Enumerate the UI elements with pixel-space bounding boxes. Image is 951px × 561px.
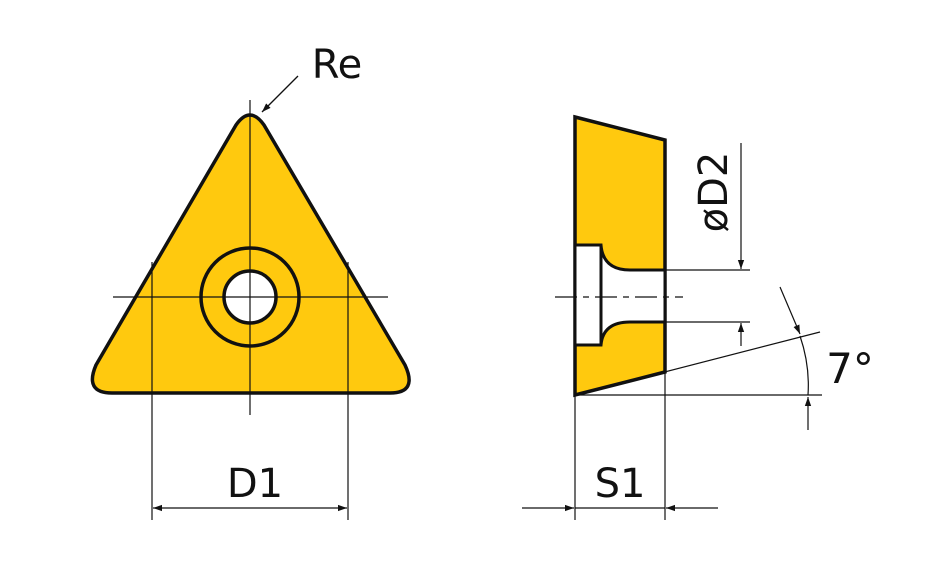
angle-label: 7° bbox=[826, 344, 874, 393]
d2-label: øD2 bbox=[691, 152, 737, 233]
side-view: øD2 7° S1 bbox=[522, 114, 874, 520]
re-label: Re bbox=[312, 42, 363, 88]
angle-arrow-top bbox=[779, 286, 801, 335]
d1-label: D1 bbox=[227, 461, 283, 507]
top-view: D1 Re bbox=[90, 42, 411, 520]
triangle-insert bbox=[90, 113, 411, 395]
s1-label: S1 bbox=[595, 461, 646, 507]
angle-line bbox=[574, 331, 821, 396]
re-leader bbox=[261, 75, 299, 113]
angle-arc bbox=[799, 335, 809, 396]
